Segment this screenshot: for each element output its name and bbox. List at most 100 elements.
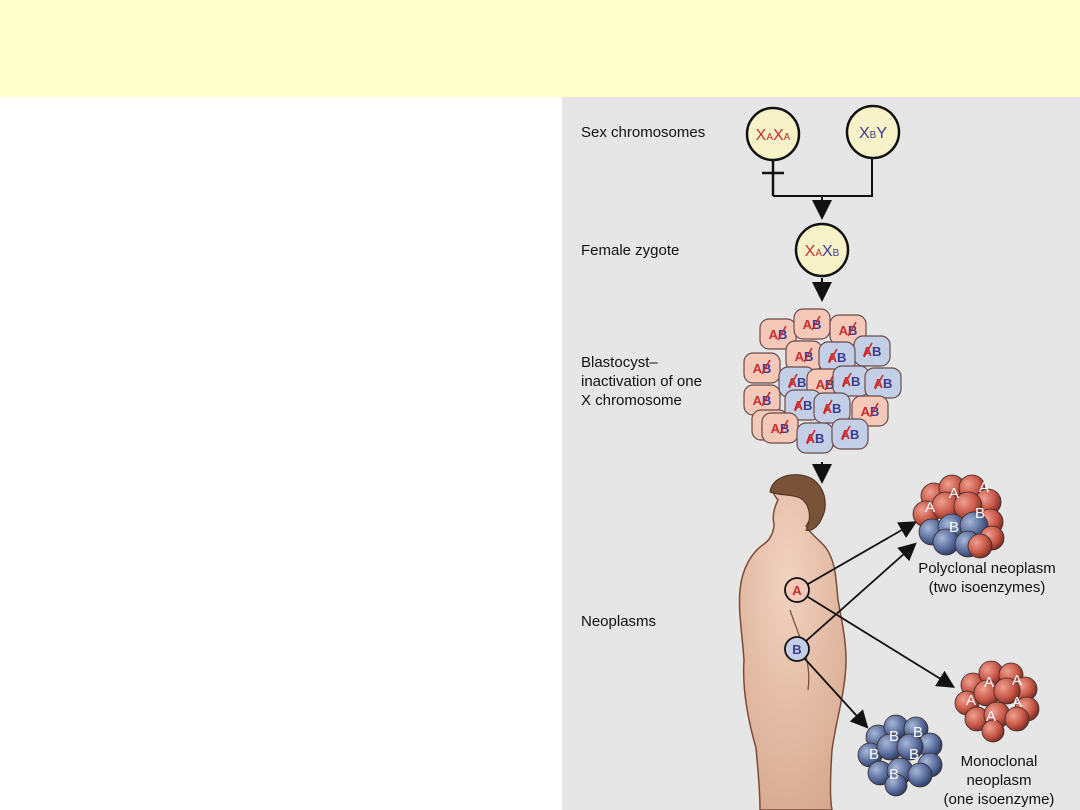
cell-allele-b: B — [803, 398, 812, 413]
svg-text:AB: AB — [795, 349, 814, 364]
cell-allele-b: B — [883, 376, 892, 391]
blastocyst-cell: AB — [743, 352, 781, 384]
cell-allele-a: A — [771, 421, 781, 436]
polyclonal-label-1: Polyclonal neoplasm — [918, 560, 1056, 577]
cell-allele-b: B — [778, 327, 787, 342]
inactivation-slash — [777, 325, 787, 341]
tumor-cell — [1004, 706, 1030, 732]
zygote-s2: B — [833, 248, 840, 259]
inactivation-slash — [823, 399, 833, 415]
inactivation-slash — [842, 372, 852, 388]
svg-text:AB: AB — [863, 344, 882, 359]
svg-text:AB: AB — [753, 393, 772, 408]
father-y: Y — [876, 125, 887, 142]
cell-allele-a: A — [795, 349, 805, 364]
cell-allele-a: A — [753, 393, 763, 408]
blastocyst-cell: AB — [743, 384, 781, 416]
label-female-zygote: Female zygote — [581, 242, 679, 259]
inactivation-slash — [794, 396, 804, 412]
blastocyst-cell: AB — [831, 418, 869, 450]
tumor-cell-label: A — [966, 692, 976, 709]
tumor-cell-label: A — [1012, 672, 1022, 689]
svg-text:XAXA: XAXA — [756, 127, 791, 144]
tumor-cell — [896, 733, 924, 761]
inactivation-slash — [806, 429, 816, 445]
blastocyst-cell: AB — [813, 392, 851, 424]
cell-allele-b: B — [832, 401, 841, 416]
cell-allele-a: A — [861, 404, 871, 419]
cell-allele-a: A — [803, 317, 813, 332]
monoclonal-label-2: neoplasm — [966, 772, 1031, 789]
cell-allele-a: A — [816, 377, 826, 392]
cell-allele-b: B — [850, 427, 859, 442]
inactivation-slash — [828, 348, 838, 364]
cell-allele-b: B — [762, 361, 771, 376]
svg-text:AB: AB — [803, 317, 822, 332]
cell-allele-b: B — [870, 404, 879, 419]
monoclonal-label-3: (one isoenzyme) — [944, 791, 1055, 808]
inactivation-slash — [863, 342, 873, 358]
svg-text:AB: AB — [816, 377, 835, 392]
tumor-cell-label: A — [925, 499, 935, 516]
svg-text:AB: AB — [841, 427, 860, 442]
tumor-cell-label: B — [913, 724, 923, 741]
tumor-cell-label: B — [869, 746, 879, 763]
blastocyst-cell: AB — [784, 389, 822, 421]
inactivation-slash — [824, 375, 834, 391]
svg-text:AB: AB — [861, 404, 880, 419]
cell-allele-a: A — [839, 323, 849, 338]
monoclonal-label-1: Monoclonal — [961, 753, 1038, 770]
mother-s2: A — [784, 132, 791, 143]
father-x: X — [859, 125, 870, 142]
polyclonal-label-2: (two isoenzymes) — [929, 579, 1046, 596]
cell-allele-b: B — [815, 431, 824, 446]
tumor-cell-label: A — [984, 674, 994, 691]
tumor-cell — [884, 773, 908, 797]
tumor-cell — [981, 719, 1005, 743]
svg-text:AB: AB — [753, 361, 772, 376]
blastocyst-cell: AB — [851, 395, 889, 427]
mother-x2: X — [773, 127, 784, 144]
label-sex-chromosomes: Sex chromosomes — [581, 124, 705, 141]
inactivation-slash — [841, 425, 851, 441]
site-b-marker: B — [784, 636, 810, 662]
zygote-x1: X — [805, 243, 816, 260]
tumor-cell-label: A — [1012, 694, 1022, 711]
inactivation-slash — [803, 347, 813, 363]
svg-text:AB: AB — [842, 374, 861, 389]
svg-text:AB: AB — [828, 350, 847, 365]
blastocyst-cell: AB — [793, 308, 831, 340]
cell-allele-b: B — [837, 350, 846, 365]
tumor-cell — [907, 762, 933, 788]
blastocyst-cell: AB — [785, 340, 823, 372]
tumor-cell-label: A — [949, 485, 959, 502]
inactivation-slash — [761, 391, 771, 407]
label-neoplasms: Neoplasms — [581, 613, 656, 630]
svg-text:XBY: XBY — [859, 125, 887, 142]
site-a-marker: A — [784, 577, 810, 603]
tumor-cell-label: B — [909, 746, 919, 763]
blastocyst-cell: AB — [853, 335, 891, 367]
cell-allele-b: B — [825, 377, 834, 392]
blastocyst-cell: AB — [761, 412, 799, 444]
mother-s1: A — [766, 132, 773, 143]
label-blastocyst-3: X chromosome — [581, 392, 682, 409]
blastocyst-cell: AB — [818, 341, 856, 373]
svg-text:AB: AB — [788, 375, 807, 390]
tumor-cell-label: A — [986, 708, 996, 725]
label-blastocyst-1: Blastocyst– — [581, 354, 658, 371]
label-blastocyst-2: inactivation of one — [581, 373, 702, 390]
svg-text:AB: AB — [874, 376, 893, 391]
male-symbol: XBY — [845, 104, 901, 160]
cell-allele-b: B — [762, 393, 771, 408]
tumor-cell-label: B — [975, 505, 985, 522]
cell-allele-b: B — [780, 421, 789, 436]
zygote-x2: X — [822, 243, 833, 260]
father-s: B — [870, 130, 877, 141]
cell-allele-b: B — [872, 344, 881, 359]
mother-x1: X — [756, 127, 767, 144]
cell-allele-b: B — [797, 375, 806, 390]
